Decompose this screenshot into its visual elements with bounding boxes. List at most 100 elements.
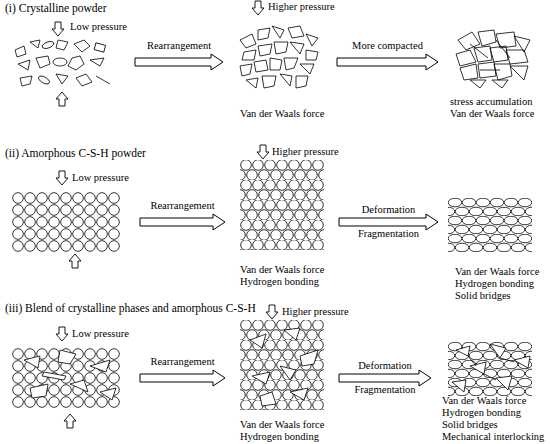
crystal-group [452,344,530,392]
pressure-label: Low pressure [72,328,129,340]
crystal [260,392,276,406]
deformed-particles [448,198,532,252]
crystal [490,344,506,358]
crystal [258,28,270,40]
crystal [250,334,266,348]
particle-stage: Low pressure [8,172,133,267]
pressure-arrow [56,92,68,106]
crystal [36,56,50,68]
crystal [284,58,298,70]
crystal [470,362,486,374]
crystal [478,30,496,46]
crystal [468,356,514,380]
bonding-label: Hydrogen bonding [240,431,324,443]
crystal [456,50,476,66]
crystal [274,42,288,54]
crystal [492,80,508,88]
crystal [514,356,530,368]
crystal [30,384,48,398]
pressure-arrow [266,305,278,319]
pressure-label: Low pressure [72,172,129,184]
node-header: Low pressure [8,328,129,340]
crystal [452,380,466,392]
pressure-arrow [252,1,264,15]
crystal [42,372,66,380]
crystal [41,40,54,50]
row-title: (iii) Blend of crystalline phases and am… [5,302,256,315]
crystal [242,50,256,60]
pressure-arrow [64,414,76,428]
crystal [37,74,50,85]
particle-stage: stress accumulationVan der Waals force [445,25,545,120]
crystal [53,58,67,66]
crystal [56,40,68,50]
pressure-arrow [56,327,68,341]
crystal [470,40,510,70]
bonding-label: Van der Waals force [455,266,539,278]
crystal-group [250,328,318,406]
particle-stage: Higher pressureVan der Waals force [230,1,330,120]
bonding-label: stress accumulation [450,96,534,108]
node-footer: Van der Waals forceHydrogen bondingSolid… [438,395,544,443]
particle-stage: Van der Waals forceHydrogen bondingSolid… [445,190,545,302]
crystal [270,58,282,70]
pressure-arrow [56,171,68,185]
crystal [300,64,314,74]
crystal [494,64,512,80]
process-arrow [140,214,225,230]
process-arrow [339,370,431,386]
pressure-arrow [69,254,81,268]
bonding-label: Van der Waals force [442,395,544,407]
crystal [306,34,318,46]
crystal [96,76,110,84]
bonding-label: Van der Waals force [240,264,324,276]
crystal [470,80,486,88]
particle-packing [240,160,324,250]
crystal [456,346,470,356]
node-footer: stress accumulationVan der Waals force [445,96,534,120]
crystal-group [15,40,110,86]
particle-stage: Low pressure [8,328,133,440]
crystal [284,328,300,340]
particle-grid [12,348,120,408]
process-label: Rearrangement [150,199,214,212]
process-label: Rearrangement [150,355,214,368]
pressure-label: Low pressure [70,21,127,33]
crystal [15,46,26,57]
crystal [90,360,110,372]
crystal [262,76,276,88]
crystal [94,43,105,52]
crystal [300,350,318,366]
row-title: (i) Crystalline powder [5,2,107,15]
crystal [490,46,508,62]
crystal [306,50,318,60]
particle-packing [240,320,324,410]
bonding-label: Hydrogen bonding [240,276,324,288]
crystal-group [24,350,116,400]
pressure-arrow [52,22,64,36]
node-footer: Van der Waals force [230,108,324,120]
bonding-label: Van der Waals force [240,419,324,431]
pressure-arrow [257,145,269,159]
process-label: Rearrangement [147,39,211,52]
crystal [240,64,252,76]
particle-stage: Van der Waals forceHydrogen bondingSolid… [438,330,548,443]
crystal [74,40,90,52]
crystal [30,40,40,48]
crystal [20,76,32,86]
pressure-label: Higher pressure [282,306,349,318]
bonding-label: Hydrogen bonding [442,407,544,419]
crystal [280,366,296,380]
node-header: Higher pressure [230,1,335,13]
crystal [58,350,76,364]
crystal [24,356,40,368]
process-arrow [339,214,438,230]
crystal-group [456,30,530,88]
crystal [90,58,104,66]
node-header: Low pressure [8,21,127,33]
crystal [246,78,258,88]
crystal [254,60,268,72]
process-arrow [135,54,223,70]
